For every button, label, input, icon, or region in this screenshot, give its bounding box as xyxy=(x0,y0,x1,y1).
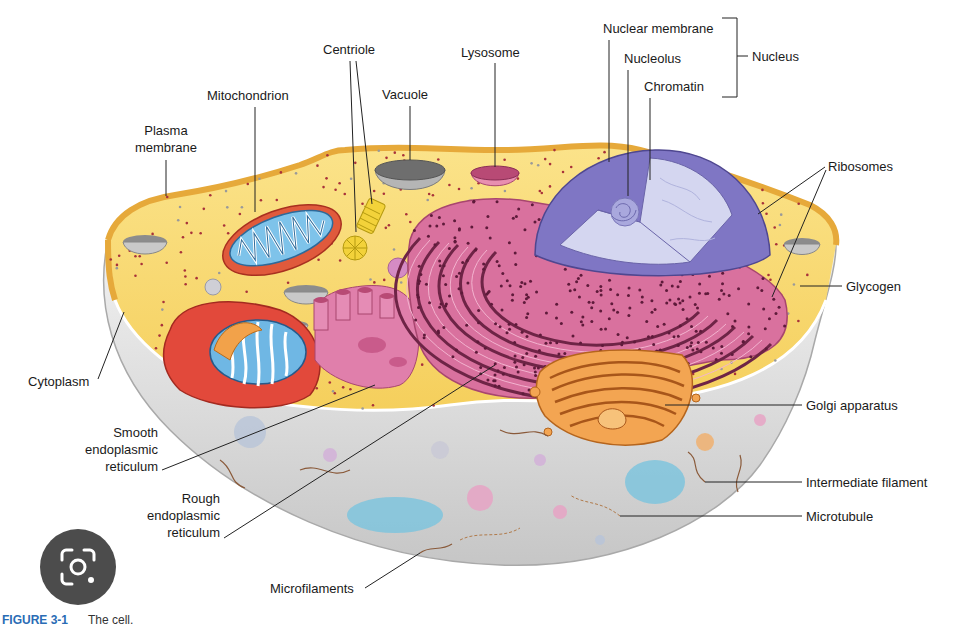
golgi-apparatus xyxy=(530,350,700,445)
part-label: Chromatin xyxy=(644,78,704,95)
leader-lines xyxy=(98,40,842,588)
part-label: Cytoplasm xyxy=(28,373,89,390)
vacuole xyxy=(375,160,445,190)
cytoplasm xyxy=(108,146,836,411)
part-label: Mitochondrion xyxy=(207,87,289,104)
smooth-er xyxy=(314,286,419,389)
mitochondrion xyxy=(163,302,320,408)
part-label: Plasma membrane xyxy=(126,122,206,156)
centriole xyxy=(343,198,386,260)
part-label: Golgi apparatus xyxy=(806,397,898,414)
part-label: Nuclear membrane xyxy=(603,20,714,37)
lens-icon xyxy=(40,529,116,605)
part-label: Ribosomes xyxy=(828,158,893,175)
figure-caption: The cell. xyxy=(88,612,133,629)
part-label: Glycogen xyxy=(846,278,901,295)
part-label: Smooth endoplasmic reticulum xyxy=(70,424,158,475)
bracket xyxy=(722,18,748,97)
mitochondrion xyxy=(213,191,350,290)
figure-number: FIGURE 3-1 xyxy=(2,612,68,629)
part-label: Microtubule xyxy=(806,508,873,525)
part-label: Rough endoplasmic reticulum xyxy=(132,490,220,541)
nucleus xyxy=(535,150,770,276)
part-label: Microfilaments xyxy=(270,580,354,597)
lysosome xyxy=(471,166,519,186)
part-label: Nucleolus xyxy=(624,50,681,67)
part-label: Vacuole xyxy=(382,86,428,103)
part-label: Intermediate filament xyxy=(806,474,927,491)
cell-contents xyxy=(220,414,766,553)
part-label: Nucleus xyxy=(752,48,799,65)
ribosome-dots xyxy=(109,149,808,410)
part-label: Lysosome xyxy=(461,44,520,61)
plasma-membrane-side xyxy=(108,240,115,300)
part-label: Centriole xyxy=(323,41,375,58)
